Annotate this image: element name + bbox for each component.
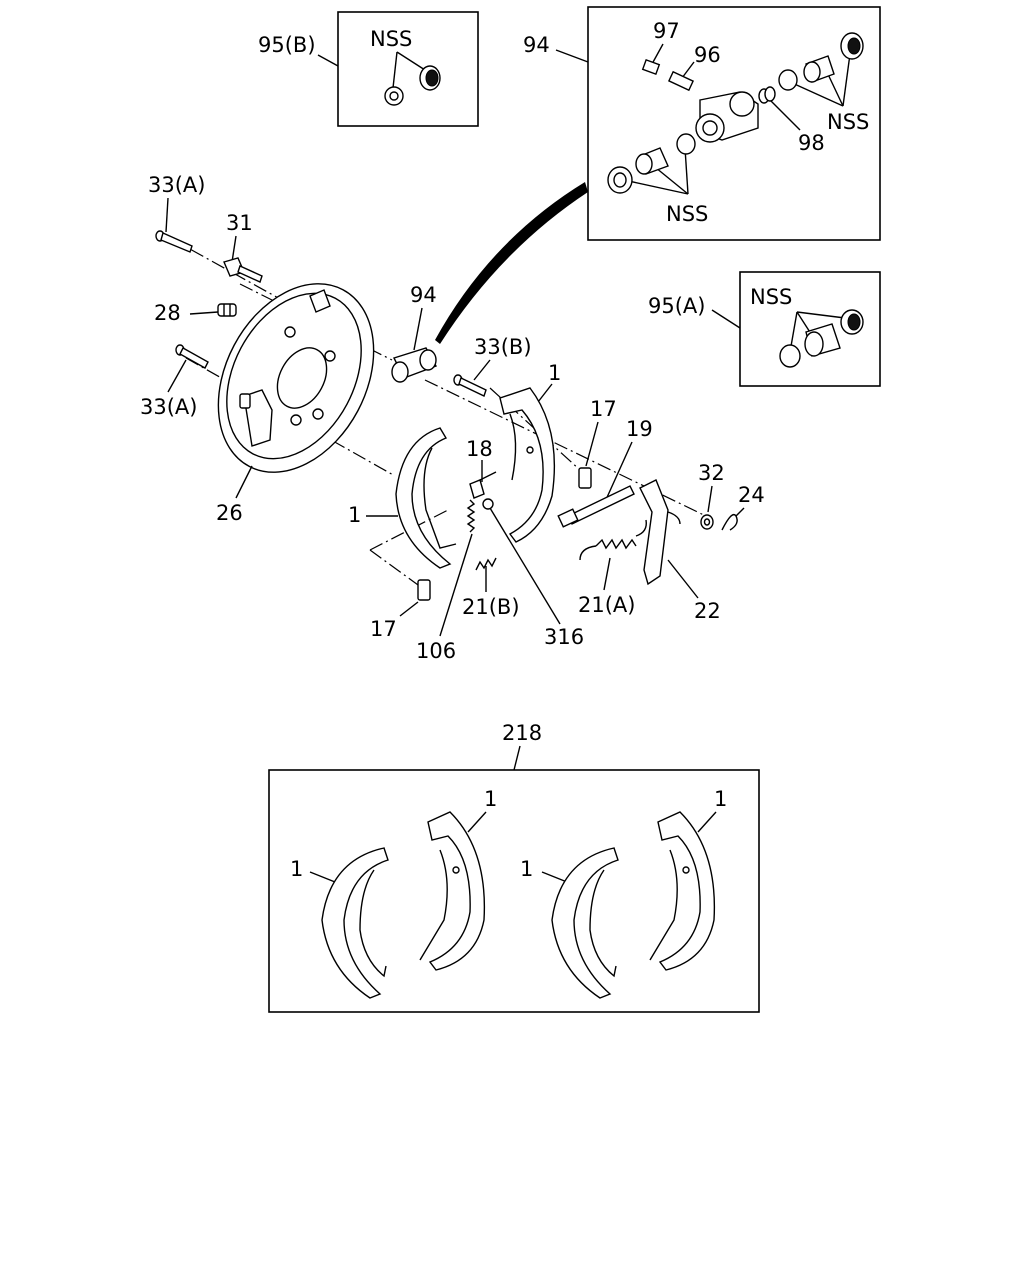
strut-18 [469,471,497,499]
kit-95b-box [337,11,479,127]
parking-lever-22 [639,479,681,586]
label-94-mid: 94 [410,283,437,307]
clip-316 [482,498,494,510]
kit-shoe-trailing-1 [419,811,486,971]
label-32: 32 [698,461,725,485]
spring-21b [475,557,497,571]
kit-label-1a: 1 [290,857,303,881]
label-33a-top: 33(A) [148,173,205,197]
label-94-top: 94 [523,33,550,57]
wheel-cylinder-pointer [435,182,588,344]
plug-28 [217,303,237,317]
spring-106 [466,499,476,533]
retainer-17-left [417,579,431,601]
label-97: 97 [653,19,680,43]
kit-shoe-leading-2 [551,847,619,999]
label-17-right: 17 [590,397,617,421]
label-22: 22 [694,599,721,623]
label-95b: 95(B) [258,33,316,57]
kit-label-1d: 1 [714,787,727,811]
label-26: 26 [216,501,243,525]
shoe-kit-218-group: 218 1 1 1 1 [268,721,760,1013]
brake-shoe-right [499,387,556,543]
label-18: 18 [466,437,493,461]
label-31: 31 [226,211,253,235]
shoe-kit-box [268,769,760,1013]
washer-32 [700,514,714,530]
spring-98 [758,86,776,104]
label-24: 24 [738,483,765,507]
label-95a-nss: NSS [750,285,792,309]
wheel-cylinder-box [587,6,881,241]
piston-cups-right [778,32,864,91]
label-1-left: 1 [348,503,361,527]
cylinder-body [695,91,759,143]
label-21b: 21(B) [462,595,520,619]
wheel-cylinder-kit-group: 94 97 96 98 NSS NSS [523,6,881,241]
label-33a-bottom: 33(A) [140,395,197,419]
piston-cups-left [607,133,696,194]
label-1-top: 1 [548,361,561,385]
kit-shoe-trailing-2 [649,811,716,971]
spring-21a [579,519,647,561]
adjuster-19 [557,485,635,528]
label-28: 28 [154,301,181,325]
label-218: 218 [502,721,542,745]
kit-95a-group: 95(A) NSS [648,271,881,387]
clip-24 [721,513,738,531]
backing-plate-26 [217,283,375,473]
bolt-31 [223,257,263,283]
drum-brake-assembly: 33(A) 31 28 33(A) [140,173,765,663]
wheel-cylinder-94 [391,347,438,383]
label-95a: 95(A) [648,294,705,318]
label-95b-nss: NSS [370,27,412,51]
pin-33b [453,374,487,397]
bleeder-screw [641,59,695,92]
kit-shoe-leading-1 [321,847,389,999]
piston-95a [779,309,864,368]
label-96: 96 [694,43,721,67]
label-94-nss-a: NSS [827,110,869,134]
pin-33a-top [155,230,193,253]
kit-label-1b: 1 [484,787,497,811]
label-316: 316 [544,625,584,649]
label-19: 19 [626,417,653,441]
label-33b: 33(B) [474,335,532,359]
dust-boot-95b [384,65,441,106]
kit-label-1c: 1 [520,857,533,881]
retainer-17-right [578,467,592,489]
pin-33a-bottom [175,344,209,369]
label-98: 98 [798,131,825,155]
label-94-nss-b: NSS [666,202,708,226]
kit-95a-box [739,271,881,387]
label-17-left: 17 [370,617,397,641]
label-21a: 21(A) [578,593,635,617]
kit-95b-group: 95(B) NSS [258,11,479,127]
brake-shoe-left [395,427,457,569]
label-106: 106 [416,639,456,663]
